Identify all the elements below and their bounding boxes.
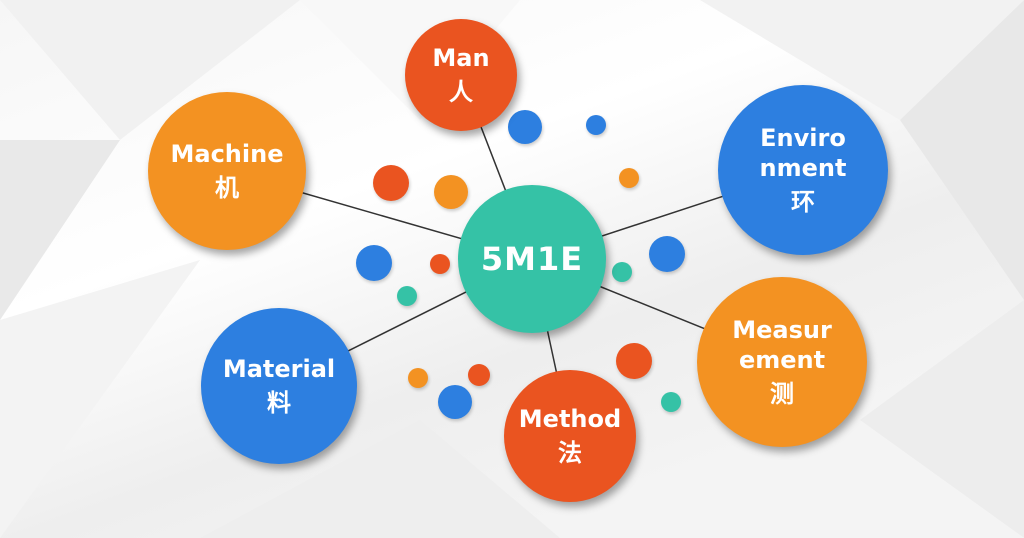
decor-dot [434, 175, 468, 209]
node-measurement-label-2: ement [738, 346, 826, 374]
node-environment: Enviro nment 环 [718, 85, 888, 255]
decor-dot [661, 392, 681, 412]
decor-dot [438, 385, 472, 419]
node-man: Man 人 [405, 19, 517, 131]
decor-dot [619, 168, 639, 188]
node-material-cn: 料 [267, 389, 291, 417]
node-environment-cn: 环 [791, 188, 815, 216]
decor-dot [508, 110, 542, 144]
node-machine-label: Machine [170, 140, 284, 168]
decor-dot [356, 245, 392, 281]
decor-dot [649, 236, 685, 272]
node-measurement: Measur ement 测 [697, 277, 867, 447]
node-measurement-cn: 测 [770, 380, 794, 408]
decor-dot [468, 364, 490, 386]
node-material-label: Material [222, 355, 336, 383]
node-material: Material 料 [201, 308, 357, 464]
decor-dot [373, 165, 409, 201]
decor-dot [430, 254, 450, 274]
node-environment-label-2: nment [759, 154, 847, 182]
node-machine: Machine 机 [148, 92, 306, 250]
decor-dot [408, 368, 428, 388]
node-man-label: Man [432, 44, 490, 72]
decor-dot [612, 262, 632, 282]
decor-dot [616, 343, 652, 379]
node-environment-label-1: Enviro [760, 124, 846, 152]
node-machine-cn: 机 [215, 174, 239, 202]
node-method-label: Method [518, 405, 622, 433]
center-label: 5M1E [480, 240, 584, 278]
node-measurement-label-1: Measur [732, 316, 832, 344]
node-method-cn: 法 [558, 439, 582, 467]
center-node-5m1e: 5M1E [458, 185, 606, 333]
decor-dot [397, 286, 417, 306]
node-method: Method 法 [504, 370, 636, 502]
decor-dot [586, 115, 606, 135]
node-man-cn: 人 [449, 78, 473, 106]
